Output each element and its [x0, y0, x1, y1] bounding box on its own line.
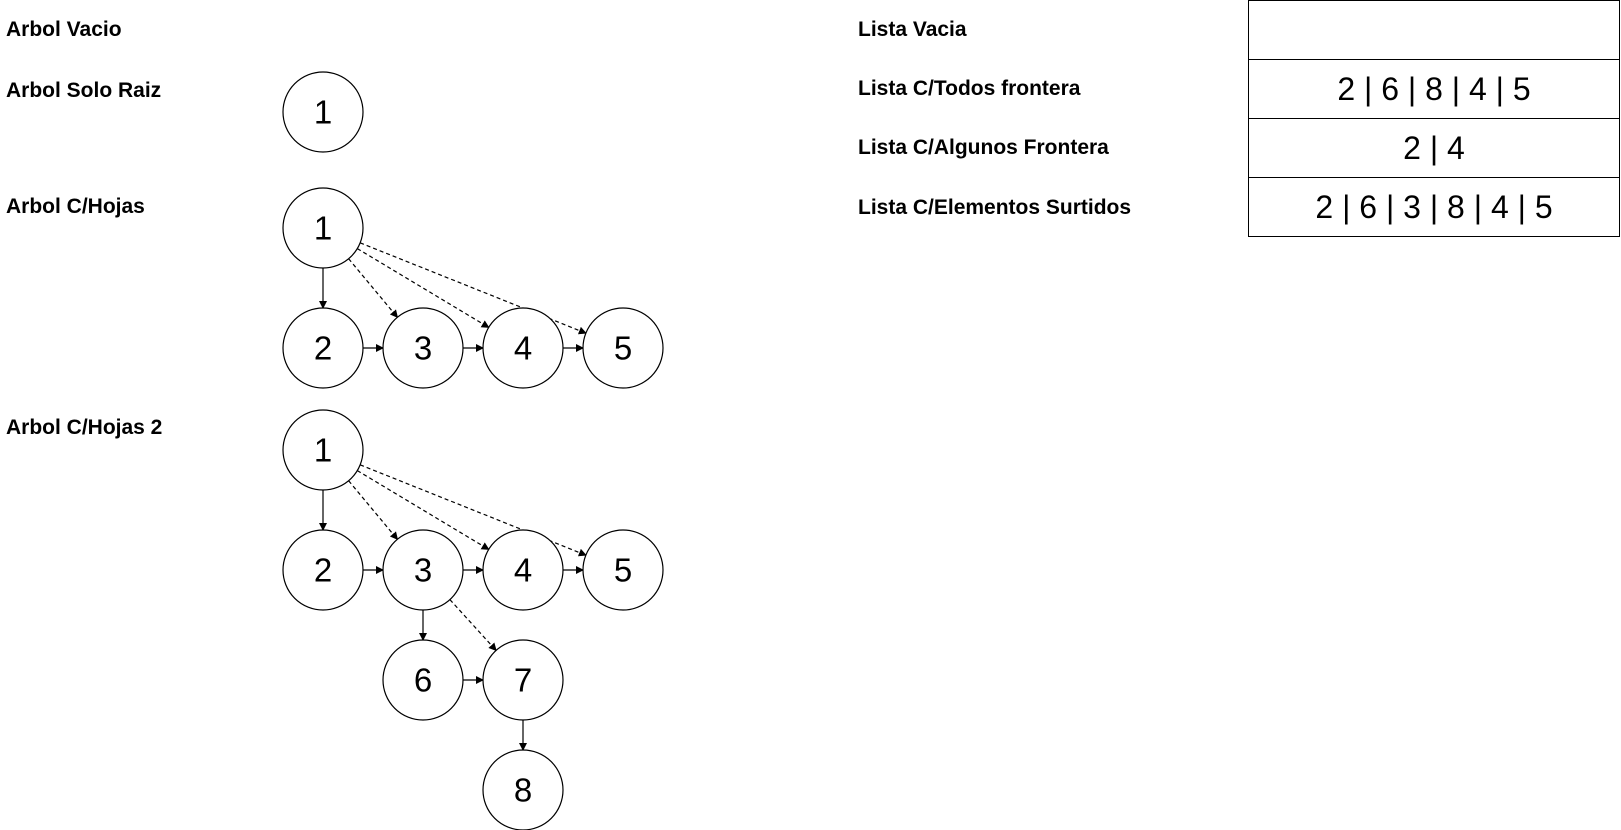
node-circle [582, 307, 664, 389]
node-value: 1 [314, 432, 332, 469]
edge-1-to-5-dashed [359, 464, 587, 557]
list-label-some-frontier: Lista C/Algunos Frontera [858, 136, 1109, 159]
tree-label-root-only: Arbol Solo Raiz [6, 79, 162, 102]
tree-node-3: 3 [382, 307, 464, 389]
node-value: 5 [614, 552, 632, 589]
node-value: 4 [514, 330, 532, 367]
list-value-all-frontier: 2 | 6 | 8 | 4 | 5 [1248, 59, 1620, 119]
node-circle [282, 409, 364, 491]
list-value-assorted: 2 | 6 | 3 | 8 | 4 | 5 [1248, 177, 1620, 237]
node-value: 3 [414, 330, 432, 367]
node-circle [482, 307, 564, 389]
node-value: 1 [314, 210, 332, 247]
node-value: 3 [414, 552, 432, 589]
tree-label-with-leaves-2: Arbol C/Hojas 2 [6, 416, 163, 439]
node-value: 1 [314, 94, 332, 131]
node-circle [282, 187, 364, 269]
list-label-empty: Lista Vacia [858, 18, 967, 41]
node-value: 6 [414, 662, 432, 699]
list-row-all-frontier: 2 | 6 | 8 | 4 | 5 [1248, 59, 1620, 119]
tree-node-5: 5 [582, 529, 664, 611]
list-row-assorted: 2 | 6 | 3 | 8 | 4 | 5 [1248, 177, 1620, 237]
node-value: 4 [514, 552, 532, 589]
node-value: 8 [514, 772, 532, 809]
tree-node-1: 1 [282, 71, 364, 153]
tree-node-7: 7 [482, 639, 564, 721]
node-circle [482, 639, 564, 721]
node-circle [282, 529, 364, 611]
node-value: 2 [314, 552, 332, 589]
tree-node-1: 1 [282, 409, 364, 491]
node-value: 2 [314, 330, 332, 367]
list-label-assorted: Lista C/Elementos Surtidos [858, 196, 1132, 219]
list-label-all-frontier: Lista C/Todos frontera [858, 77, 1081, 100]
node-circle [382, 307, 464, 389]
tree-node-1: 1 [282, 187, 364, 269]
tree-root-only: 1 [282, 71, 364, 153]
node-value: 7 [514, 662, 532, 699]
node-circle [482, 529, 564, 611]
lists-table: 2 | 6 | 8 | 4 | 5 2 | 4 2 | 6 | 3 | 8 | … [1248, 0, 1620, 237]
node-circle [382, 529, 464, 611]
tree-with-leaves: 1 2 3 4 5 [282, 187, 664, 389]
tree-with-leaves-2: 1 2 3 4 5 6 7 8 [282, 409, 664, 830]
tree-node-4: 4 [482, 529, 564, 611]
tree-node-3: 3 [382, 529, 464, 611]
list-row-some-frontier: 2 | 4 [1248, 118, 1620, 178]
tree-node-6: 6 [382, 639, 464, 721]
tree-node-8: 8 [482, 749, 564, 830]
edge-1-to-4-dashed [356, 470, 490, 550]
node-circle [382, 639, 464, 721]
node-circle [482, 749, 564, 830]
edge-1-to-3-dashed [348, 480, 399, 541]
tree-node-2: 2 [282, 529, 364, 611]
list-row-empty [1248, 0, 1620, 60]
list-value-some-frontier: 2 | 4 [1248, 118, 1620, 178]
tree-label-empty: Arbol Vacio [6, 18, 122, 41]
node-circle [282, 307, 364, 389]
node-value: 5 [614, 330, 632, 367]
node-circle [282, 71, 364, 153]
edge-1-to-5-dashed [359, 242, 587, 335]
edge-1-to-3-dashed [348, 258, 399, 319]
edge-1-to-4-dashed [356, 248, 490, 328]
edge-3-to-7-dashed [449, 599, 497, 652]
tree-node-4: 4 [482, 307, 564, 389]
tree-label-with-leaves: Arbol C/Hojas [6, 195, 145, 218]
tree-node-2: 2 [282, 307, 364, 389]
list-value-empty [1248, 0, 1620, 60]
tree-node-5: 5 [582, 307, 664, 389]
node-circle [582, 529, 664, 611]
